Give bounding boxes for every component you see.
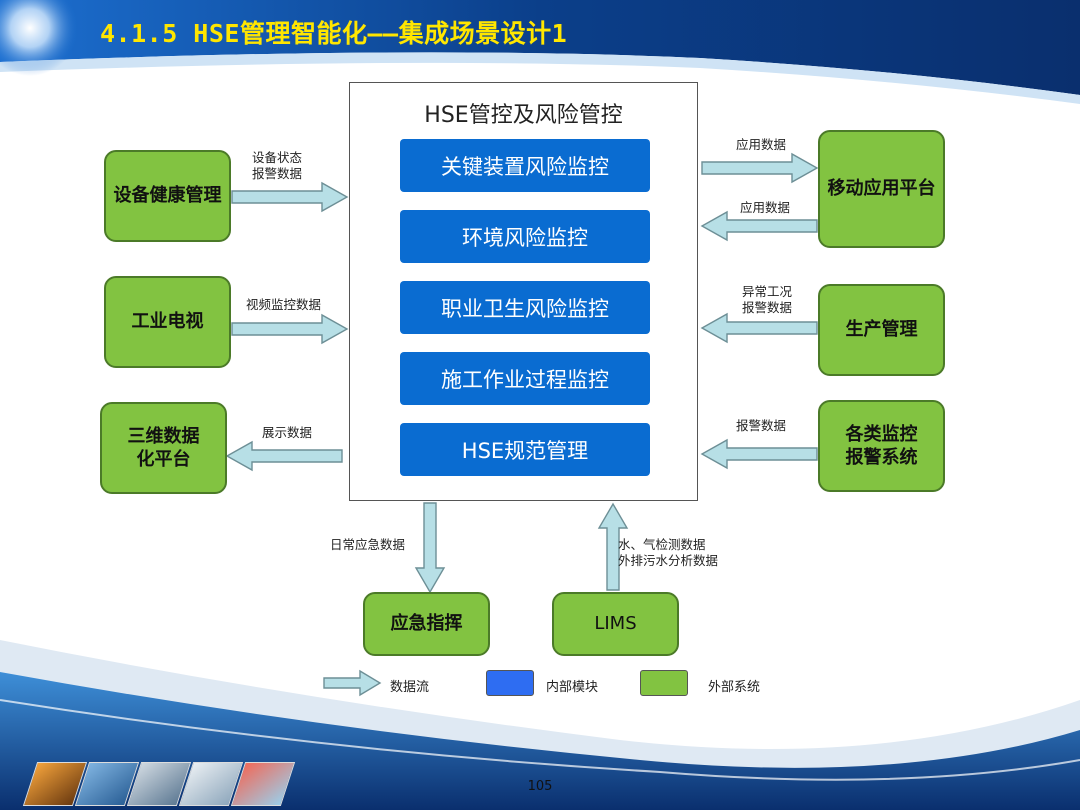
flow-label-video: 视频监控数据 xyxy=(246,297,322,312)
system-3d-data-platform: 三维数据化平台 xyxy=(100,402,227,494)
flow-label-abnormal: 异常工况报警数据 xyxy=(742,284,793,315)
flow-label-app-in: 应用数据 xyxy=(740,200,791,215)
flow-arrow-monitoring-to-core xyxy=(700,438,818,470)
system-equipment-health: 设备健康管理 xyxy=(104,150,231,242)
flow-arrow-core-to-emergency xyxy=(414,502,446,594)
flow-label-daily-emergency: 日常应急数据 xyxy=(330,537,406,552)
legend-external-system-label: 外部系统 xyxy=(708,680,761,695)
system-monitoring-alarm: 各类监控报警系统 xyxy=(818,400,945,492)
flow-label-alarm: 报警数据 xyxy=(736,418,787,433)
legend-internal-module-label: 内部模块 xyxy=(546,680,599,695)
flow-arrow-core-to-3d xyxy=(225,440,343,472)
flow-label-equipment: 设备状态报警数据 xyxy=(252,150,303,181)
flow-arrow-production-to-core xyxy=(700,312,818,344)
flow-arrow-equipment-to-core xyxy=(231,181,349,213)
legend-arrow-icon xyxy=(323,669,382,697)
flow-arrow-core-to-mobile xyxy=(701,152,819,184)
system-emergency-command: 应急指挥 xyxy=(363,592,490,656)
slide-title: 4.1.5 HSE管理智能化——集成场景设计1 xyxy=(100,19,568,48)
flow-arrow-mobile-to-core xyxy=(700,210,818,242)
legend-data-flow-label: 数据流 xyxy=(390,680,430,695)
hse-core-panel: HSE管控及风险管控 关键装置风险监控 环境风险监控 职业卫生风险监控 施工作业… xyxy=(349,82,698,501)
flow-arrow-tv-to-core xyxy=(231,313,349,345)
flow-label-app-out: 应用数据 xyxy=(736,137,787,152)
module-environment-risk: 环境风险监控 xyxy=(400,210,650,263)
system-mobile-app-platform: 移动应用平台 xyxy=(818,130,945,248)
module-construction-monitoring: 施工作业过程监控 xyxy=(400,352,650,405)
flow-arrow-lims-to-core xyxy=(597,502,629,591)
system-production-management: 生产管理 xyxy=(818,284,945,376)
core-title: HSE管控及风险管控 xyxy=(424,103,623,128)
system-industrial-tv: 工业电视 xyxy=(104,276,231,368)
flow-label-display: 展示数据 xyxy=(262,425,313,440)
legend-external-system-swatch xyxy=(640,670,688,696)
page-number: 105 xyxy=(527,779,553,794)
flow-label-lims: 水、气检测数据外排污水分析数据 xyxy=(618,537,719,568)
module-occupational-health-risk: 职业卫生风险监控 xyxy=(400,281,650,334)
system-lims: LIMS xyxy=(552,592,679,656)
module-key-device-risk: 关键装置风险监控 xyxy=(400,139,650,192)
module-hse-standard-management: HSE规范管理 xyxy=(400,423,650,476)
legend-internal-module-swatch xyxy=(486,670,534,696)
